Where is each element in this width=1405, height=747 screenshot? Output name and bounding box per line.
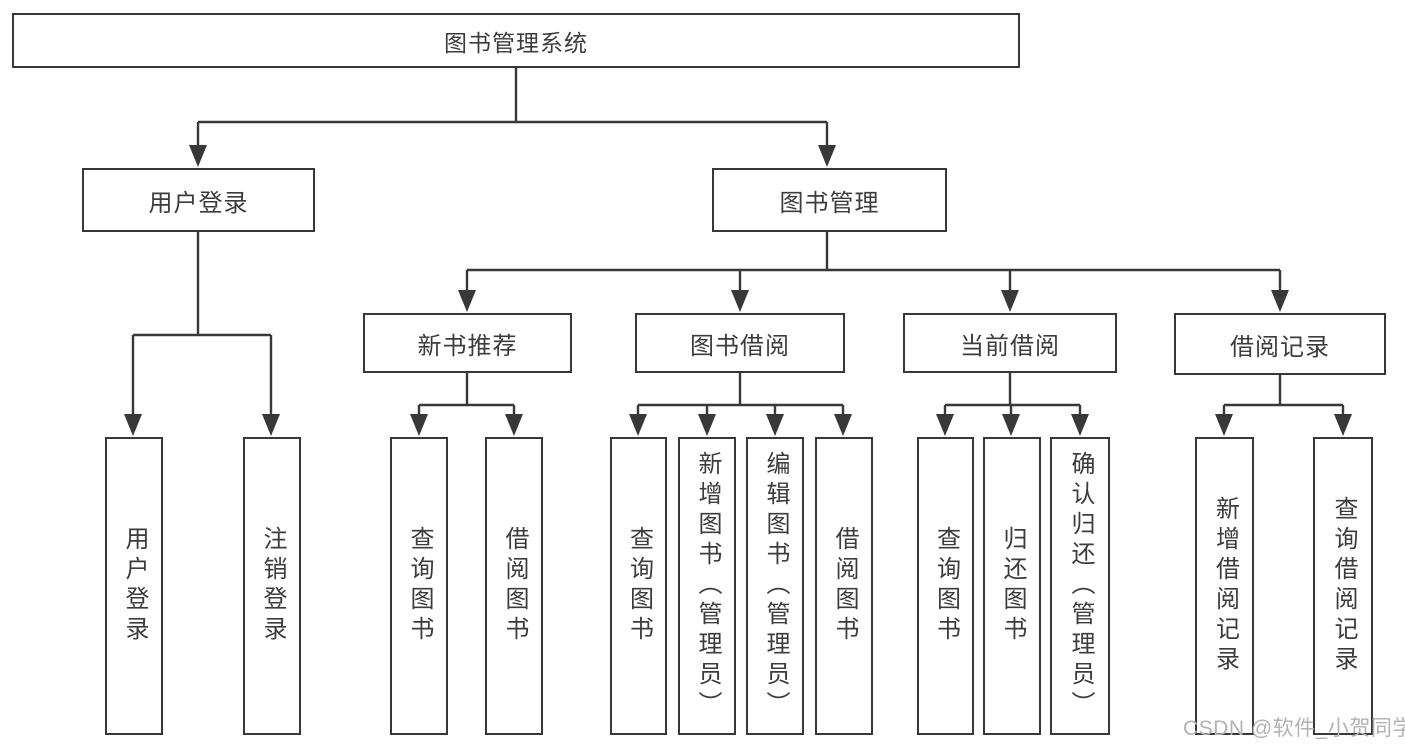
node-borrowing-records: 借阅记录 [1174, 313, 1386, 375]
leaf-logout: 注销登录 [243, 437, 301, 735]
leaf-edit-books-admin: 编辑图书（管理员） [746, 437, 804, 735]
leaf-add-borrow-record: 新增借阅记录 [1195, 437, 1254, 735]
node-user-login-branch: 用户登录 [82, 168, 315, 232]
leaf-query-books: 查询图书 [390, 437, 448, 735]
leaf-query-books: 查询图书 [917, 437, 974, 735]
leaf-borrow-books: 借阅图书 [485, 437, 543, 735]
node-book-borrowing: 图书借阅 [635, 313, 845, 373]
leaf-borrow-books: 借阅图书 [815, 437, 873, 735]
leaf-user-login: 用户登录 [105, 437, 163, 735]
node-current-borrowing: 当前借阅 [903, 313, 1117, 373]
node-book-management-branch: 图书管理 [712, 168, 947, 232]
node-root-system-title: 图书管理系统 [12, 13, 1020, 68]
leaf-query-borrow-record: 查询借阅记录 [1313, 437, 1373, 735]
node-new-book-recommendation: 新书推荐 [363, 313, 572, 373]
csdn-watermark: CSDN @软件_小贺同学 [1183, 717, 1405, 740]
leaf-return-books: 归还图书 [983, 437, 1041, 735]
arrowhead-icons [124, 145, 1352, 436]
leaf-query-books: 查询图书 [610, 437, 667, 735]
leaf-confirm-return-admin: 确认归还（管理员） [1050, 437, 1110, 735]
leaf-add-books-admin: 新增图书（管理员） [678, 437, 736, 735]
